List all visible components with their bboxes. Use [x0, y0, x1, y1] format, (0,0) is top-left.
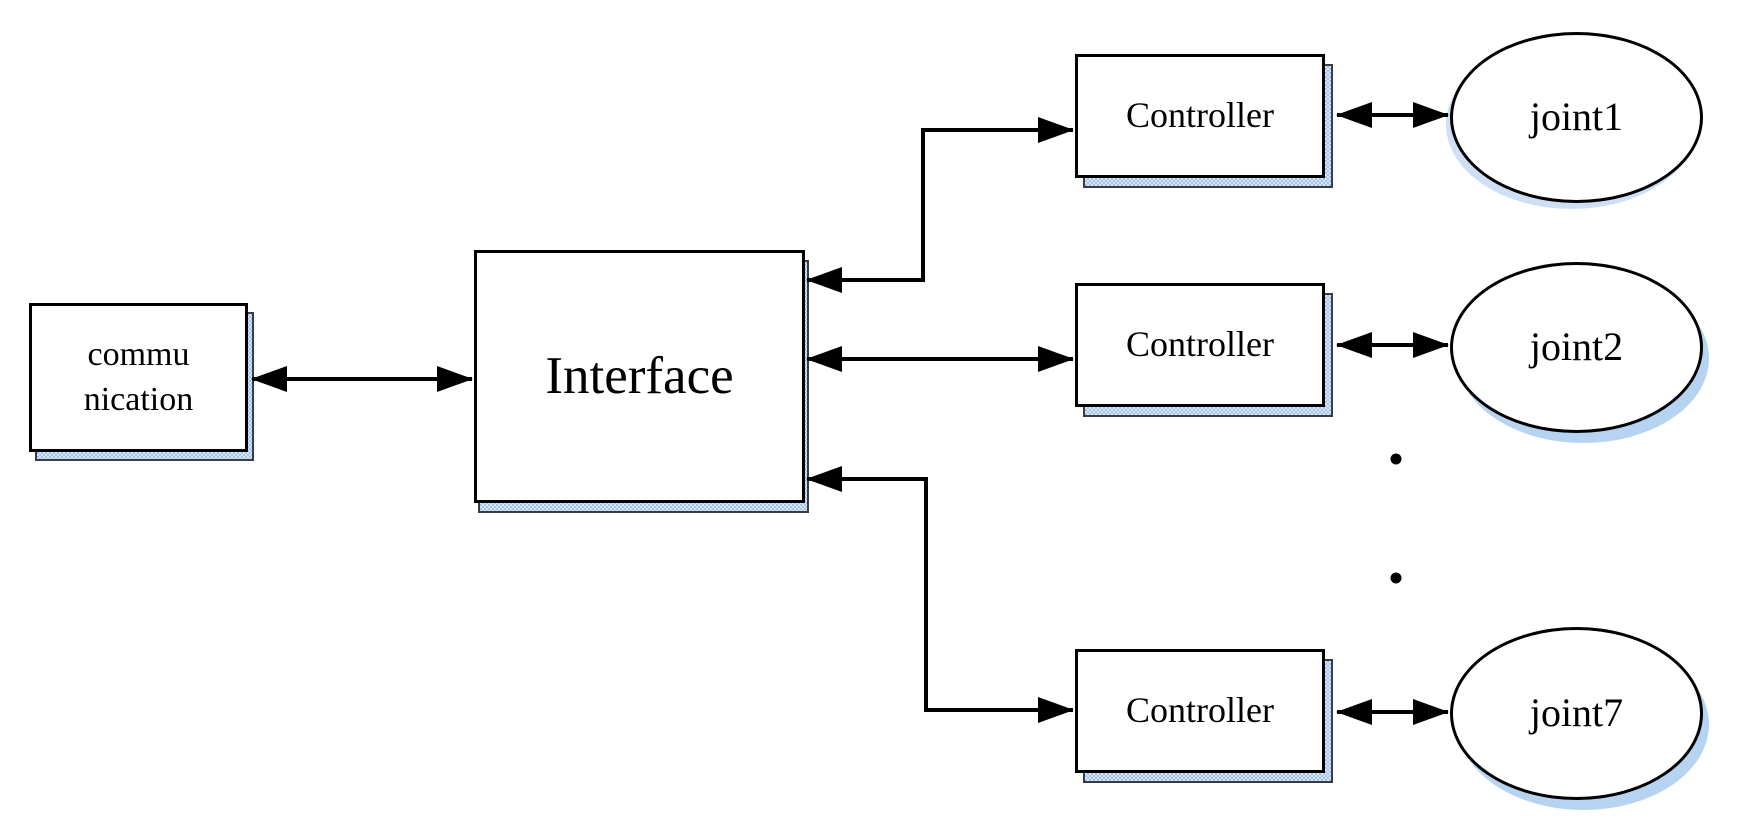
controller2-label: Controller: [1126, 324, 1274, 365]
joint1-node: joint1: [1450, 32, 1703, 203]
joint7-node: joint7: [1450, 627, 1703, 800]
joint7-label: joint7: [1529, 690, 1624, 736]
ellipsis-dot-1: [1390, 453, 1402, 465]
joint2-node: joint2: [1450, 262, 1703, 433]
ellipsis-dot-2: [1390, 572, 1402, 584]
communication-label: commu nication: [83, 335, 194, 418]
arrow-interface-controller1: [806, 117, 1074, 293]
joint2-label: joint2: [1529, 324, 1624, 370]
controller1-label: Controller: [1126, 95, 1274, 136]
interface-label: Interface: [545, 346, 734, 405]
arrow-interface-controller3: [806, 466, 1074, 723]
joint1-label: joint1: [1529, 94, 1624, 140]
controller1-node: Controller: [1075, 54, 1325, 178]
controller3-label: Controller: [1126, 690, 1274, 731]
communication-node: commu nication: [29, 303, 248, 452]
controller2-node: Controller: [1075, 283, 1325, 407]
interface-node: Interface: [474, 250, 805, 503]
controller3-node: Controller: [1075, 649, 1325, 773]
